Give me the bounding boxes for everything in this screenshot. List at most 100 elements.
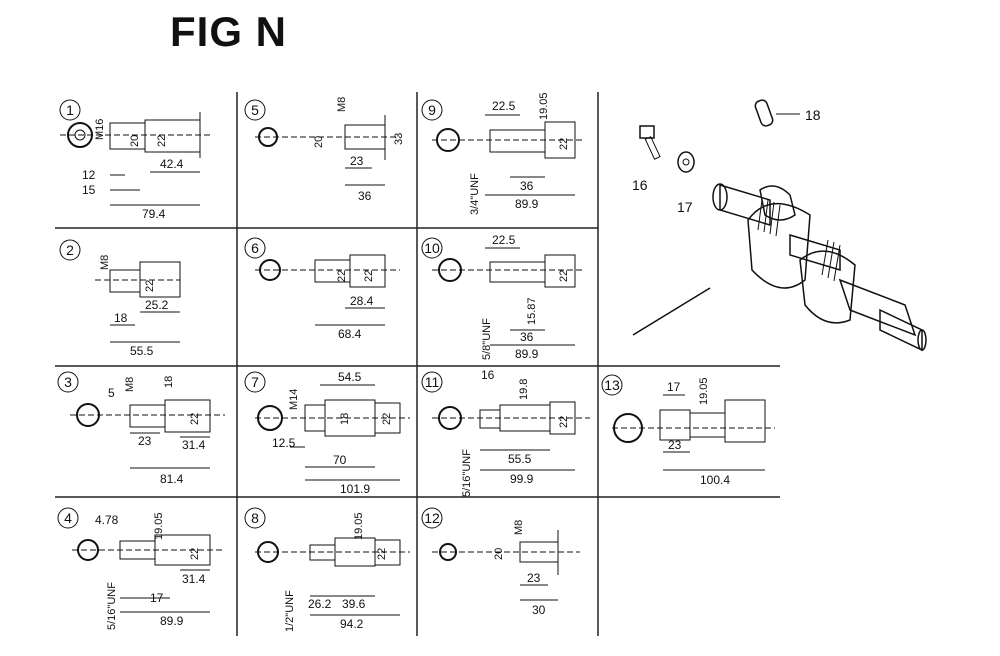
label: 22 — [558, 270, 570, 282]
label: 22 — [156, 135, 168, 147]
label: 36 — [358, 189, 372, 203]
label: 5/16"UNF — [461, 449, 473, 497]
label: M14 — [288, 389, 300, 410]
grid-lines — [55, 92, 780, 636]
label: 22.5 — [492, 99, 516, 113]
bolt-part-16: 16 — [632, 125, 661, 193]
panel-number-2: 2 — [66, 242, 74, 258]
label: 55.5 — [508, 452, 532, 466]
label: 89.9 — [515, 197, 539, 211]
panel-8: 8 19.05 22 1/2"UNF 26.2 39.6 94.2 — [244, 507, 410, 632]
label: 20 — [493, 548, 505, 560]
label: M8 — [513, 520, 525, 535]
panel-12: 12 M8 20 23 30 — [421, 507, 580, 617]
panel-badge-1 — [59, 99, 81, 121]
label: 5/16"UNF — [106, 582, 118, 630]
panel-number-12: 12 — [424, 510, 440, 526]
label: 12 — [82, 168, 96, 182]
crankshaft-exploded-view: 18 16 17 — [632, 99, 927, 352]
label: 68.4 — [338, 327, 362, 341]
label: 99.9 — [510, 472, 534, 486]
panel-number-9: 9 — [428, 102, 436, 118]
label: 30 — [532, 603, 546, 617]
label: 79.4 — [142, 207, 166, 221]
label: M16 — [94, 119, 106, 140]
label: 4.78 — [95, 513, 119, 527]
label: 23 — [668, 438, 682, 452]
pin-part-18: 18 — [754, 99, 821, 127]
label: 23 — [138, 434, 152, 448]
label: 22.5 — [492, 233, 516, 247]
label: 101.9 — [340, 482, 370, 496]
label: 23 — [350, 154, 364, 168]
panel-number-6: 6 — [251, 240, 259, 256]
label: 22 — [144, 280, 156, 292]
label: 17 — [667, 380, 681, 394]
label: 55.5 — [130, 344, 154, 358]
label: 19.05 — [153, 512, 165, 540]
panel-11: 11 16 19.8 22 5/16"UNF 55.5 99.9 — [421, 368, 590, 497]
panel-number-1: 1 — [66, 102, 74, 118]
part-label-17: 17 — [677, 199, 693, 215]
panel-9: 9 22.5 19.05 22 3/4"UNF 36 89.9 — [421, 92, 585, 215]
label: 54.5 — [338, 370, 362, 384]
washer-part-17: 17 — [677, 151, 695, 215]
label: 70 — [333, 453, 347, 467]
label: 19.8 — [518, 379, 530, 400]
label: 22 — [336, 270, 348, 282]
panel-number-7: 7 — [251, 374, 259, 390]
panel-3: 3 5 M8 18 22 23 31.4 81.4 — [57, 371, 225, 486]
label: 89.9 — [160, 614, 184, 628]
panel-2: 2 M8 22 25.2 18 55.5 — [59, 239, 181, 358]
label: 42.4 — [160, 157, 184, 171]
label: 22 — [363, 270, 375, 282]
label: 22 — [381, 413, 393, 425]
label: 16 — [481, 368, 495, 382]
label: 1/2"UNF — [284, 590, 296, 632]
label: 36 — [520, 179, 534, 193]
panel-7: 7 M14 54.5 18 22 12.5 70 101.9 — [244, 370, 410, 496]
label: 100.4 — [700, 473, 730, 487]
label: 22 — [376, 548, 388, 560]
label: 18 — [339, 413, 351, 425]
label: 94.2 — [340, 617, 364, 631]
label: 3/4"UNF — [469, 173, 481, 215]
label: 31.4 — [182, 438, 206, 452]
label: 39.6 — [342, 597, 366, 611]
label: 18 — [114, 311, 128, 325]
crankshaft — [712, 183, 927, 352]
panel-6: 6 22 22 28.4 68.4 — [244, 237, 400, 341]
panel-1: 1 M16 20 22 12 42.4 15 79.4 — [59, 99, 210, 221]
part-label-16: 16 — [632, 177, 648, 193]
label: 22 — [189, 548, 201, 560]
label: 19.05 — [353, 512, 365, 540]
label: 12.5 — [272, 436, 296, 450]
panel-4: 4 4.78 19.05 22 31.4 17 5/16"UNF 89.9 — [57, 507, 225, 630]
label: M8 — [336, 97, 348, 112]
label: 5/8"UNF — [481, 318, 493, 360]
label: 26.2 — [308, 597, 332, 611]
label: 22 — [558, 138, 570, 150]
label: 36 — [520, 330, 534, 344]
panel-number-8: 8 — [251, 510, 259, 526]
label: 31.4 — [182, 572, 206, 586]
panel-number-5: 5 — [251, 102, 259, 118]
label: 15.87 — [526, 297, 538, 325]
panel-10: 10 22.5 22 15.87 5/8"UNF 36 89.9 — [421, 233, 585, 361]
label: M8 — [124, 377, 136, 392]
label: 17 — [150, 591, 164, 605]
panel-number-10: 10 — [424, 240, 440, 256]
panel-number-3: 3 — [64, 374, 72, 390]
label: 15 — [82, 183, 96, 197]
panel-number-4: 4 — [64, 510, 72, 526]
part-label-18: 18 — [805, 107, 821, 123]
label: 19.05 — [698, 377, 710, 405]
label: 18 — [163, 376, 175, 388]
panel-number-11: 11 — [425, 374, 440, 390]
label: 25.2 — [145, 298, 169, 312]
label: 20 — [129, 135, 141, 147]
label: M8 — [99, 255, 111, 270]
label: 19.05 — [538, 92, 550, 120]
label: 89.9 — [515, 347, 539, 361]
